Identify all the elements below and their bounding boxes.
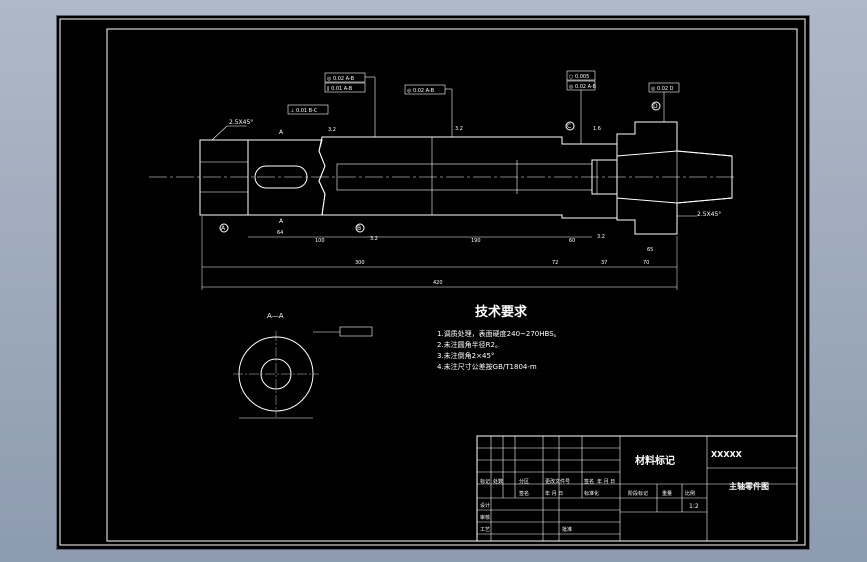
tol-1: ◎ 0.02 A-B: [327, 76, 355, 82]
scale-label: 比例: [685, 490, 695, 497]
dimension-lines: [201, 216, 678, 290]
dim-8: 65: [647, 247, 653, 253]
outer-frame: [59, 18, 806, 546]
section-mark-top: A: [279, 129, 284, 136]
hdr2-date: 年 月 日: [545, 490, 563, 497]
weight-label: 重量: [662, 490, 672, 497]
dim-7: 70: [643, 260, 649, 266]
datum-c: C: [567, 123, 571, 130]
tol-3: ◎ 0.02 A-B: [407, 88, 435, 94]
chamfer-left: 2.5X45°: [229, 119, 253, 126]
tech-req-line-1: 1.调质处理，表面硬度240~270HBS。: [437, 329, 561, 338]
scale-value: 1:2: [689, 503, 699, 510]
section-a-a: A—A: [233, 312, 373, 419]
tol-6: ◎ 0.02 D: [651, 86, 674, 92]
tech-req-line-2: 2.未注圆角半径R2。: [437, 340, 502, 349]
dim-1: 100: [315, 238, 325, 244]
datum-b: B: [357, 225, 361, 232]
hdr-mark: 标记: [480, 478, 490, 485]
datum-a: A: [221, 225, 226, 232]
technical-requirements: 技术要求 1.调质处理，表面硬度240~270HBS。 2.未注圆角半径R2。 …: [437, 304, 561, 371]
roughness-3: 3.2: [370, 236, 378, 242]
stage-mark: 阶段标记: [628, 490, 648, 497]
designer-label: 设计: [480, 502, 490, 509]
tol-5: ◎ 0.02 A-B: [569, 84, 597, 90]
shaft-main-view: [199, 121, 733, 235]
company-name: XXXXX: [711, 450, 743, 459]
section-mark-bottom: A: [279, 218, 284, 225]
material-mark: 材料标记: [635, 454, 675, 467]
datum-d: D: [653, 103, 658, 110]
tech-req-line-4: 4.未注尺寸公差按GB/T1804-m: [437, 362, 537, 371]
hdr-change: 更改文件号: [545, 478, 570, 485]
section-label: A—A: [267, 312, 284, 320]
approve-label: 批准: [562, 526, 572, 533]
datum-markers: A B C D: [219, 101, 661, 233]
dim-4: 300: [355, 260, 365, 266]
chamfer-right: 2.5X45°: [697, 211, 721, 218]
roughness-0: 3.2: [328, 127, 336, 133]
tol-0: ⊥ 0.01 B-C: [290, 108, 318, 114]
hdr-zone: 分区: [519, 478, 529, 485]
title-block: 材料标记 XXXXX 主轴零件图 标记 处数 分区 更改文件号 签名 年 月 日…: [476, 435, 798, 542]
keyway: [254, 165, 308, 189]
hdr2-sign: 签名: [519, 490, 529, 497]
dim-0: 64: [277, 230, 283, 236]
dim-5: 72: [552, 260, 558, 266]
drawing-name: 主轴零件图: [729, 481, 769, 491]
dim-9: 420: [433, 280, 443, 286]
hdr-sign: 签名: [584, 478, 594, 485]
dim-6: 37: [601, 260, 607, 266]
inner-frame: [106, 28, 798, 542]
roughness-2: 1.6: [593, 126, 601, 132]
drawing-canvas: 64 100 190 60 300 72 37 70 65 420 2.5X45…: [56, 15, 810, 550]
hdr-date: 年 月 日: [597, 478, 615, 485]
tech-req-title: 技术要求: [475, 304, 528, 320]
dim-3: 60: [569, 238, 575, 244]
dimension-labels: 64 100 190 60 300 72 37 70 65 420: [277, 230, 653, 286]
roughness-4: 3.2: [597, 234, 605, 240]
hdr-count: 处数: [493, 478, 503, 485]
process-label: 工艺: [480, 527, 490, 533]
dim-2: 190: [471, 238, 481, 244]
reviewer-label: 审核: [480, 514, 490, 521]
shaft-drawing: 64 100 190 60 300 72 37 70 65 420 2.5X45…: [59, 18, 806, 546]
hdr2-standard: 标准化: [584, 490, 599, 497]
roughness-marks: 3.2 3.2 1.6 3.2 3.2: [328, 126, 605, 242]
tol-2: ∥ 0.01 A-B: [327, 86, 353, 92]
roughness-1: 3.2: [455, 126, 463, 132]
tech-req-line-3: 3.未注倒角2×45°: [437, 351, 494, 360]
tolerance-frames: ⊥ 0.01 B-C ◎ 0.02 A-B ∥ 0.01 A-B ◎ 0.02 …: [287, 70, 680, 144]
tol-4: ○ 0.005: [569, 74, 589, 80]
